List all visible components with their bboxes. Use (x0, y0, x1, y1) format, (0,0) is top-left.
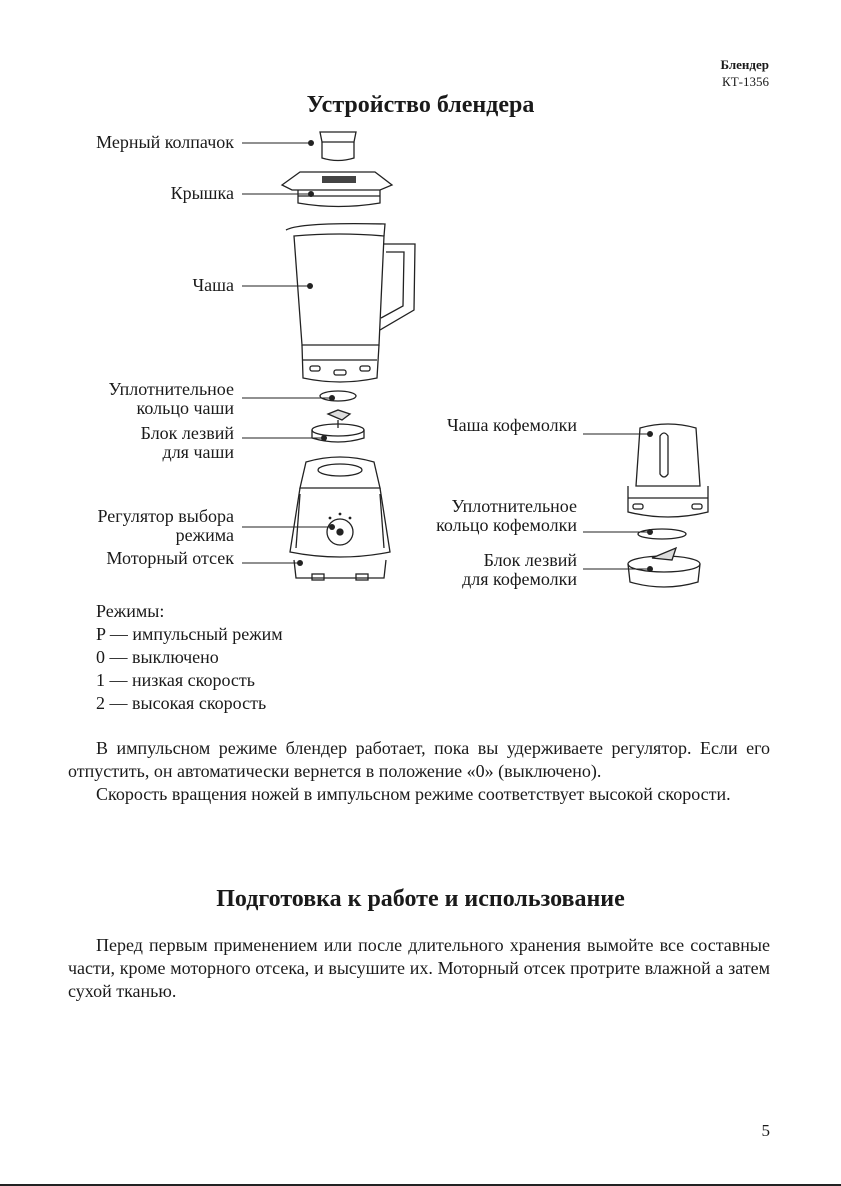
label-jar-blade: Блок лезвий для чаши (141, 424, 234, 462)
section-title-preparation: Подготовка к работе и использование (0, 886, 841, 913)
preparation-text: Перед первым применением или после длите… (68, 934, 770, 1003)
label-mode-knob-line1: Регулятор выбора (98, 507, 235, 526)
label-grinder-bowl: Чаша кофемолки (447, 416, 577, 435)
modes-heading: Режимы: (96, 600, 283, 623)
label-jar-blade-line2: для чаши (141, 443, 234, 462)
label-measuring-cap: Мерный колпачок (96, 133, 234, 152)
mode-item: 2 — высокая скорость (96, 692, 283, 715)
label-jar-ring-line2: кольцо чаши (108, 399, 234, 418)
mode-item: 1 — низкая скорость (96, 669, 283, 692)
label-mode-knob: Регулятор выбора режима (98, 507, 235, 545)
page-number: 5 (762, 1121, 771, 1141)
grinder-blade-drawing (628, 548, 700, 587)
jar-ring-drawing (320, 391, 356, 401)
pulse-mode-text: В импульсном режиме блендер работает, по… (68, 737, 770, 806)
motor-base-drawing (290, 457, 390, 580)
label-grinder-blade-line2: для кофемолки (462, 570, 577, 589)
label-jar-blade-line1: Блок лезвий (141, 424, 234, 443)
paragraph: В импульсном режиме блендер работает, по… (68, 737, 770, 783)
label-mode-knob-line2: режима (98, 526, 235, 545)
modes-list: Режимы: P — импульсный режим 0 — выключе… (96, 600, 283, 715)
paragraph: Скорость вращения ножей в импульсном реж… (68, 783, 770, 806)
lid-drawing (282, 172, 392, 207)
label-jar: Чаша (192, 276, 234, 295)
label-grinder-ring: Уплотнительное кольцо кофемолки (436, 497, 577, 535)
label-jar-ring: Уплотнительное кольцо чаши (108, 380, 234, 418)
label-jar-ring-line1: Уплотнительное (108, 380, 234, 399)
label-grinder-ring-line1: Уплотнительное (436, 497, 577, 516)
mode-item: 0 — выключено (96, 646, 283, 669)
jar-drawing (286, 224, 415, 382)
label-grinder-blade: Блок лезвий для кофемолки (462, 551, 577, 589)
label-lid: Крышка (171, 184, 234, 203)
grinder-ring-drawing (638, 529, 686, 539)
mode-item: P — импульсный режим (96, 623, 283, 646)
label-grinder-ring-line2: кольцо кофемолки (436, 516, 577, 535)
label-grinder-blade-line1: Блок лезвий (462, 551, 577, 570)
grinder-bowl-drawing (628, 424, 708, 517)
paragraph: Перед первым применением или после длите… (68, 934, 770, 1003)
jar-blade-drawing (312, 410, 364, 442)
label-motor: Моторный отсек (106, 549, 234, 568)
measuring-cap-drawing (320, 132, 356, 161)
